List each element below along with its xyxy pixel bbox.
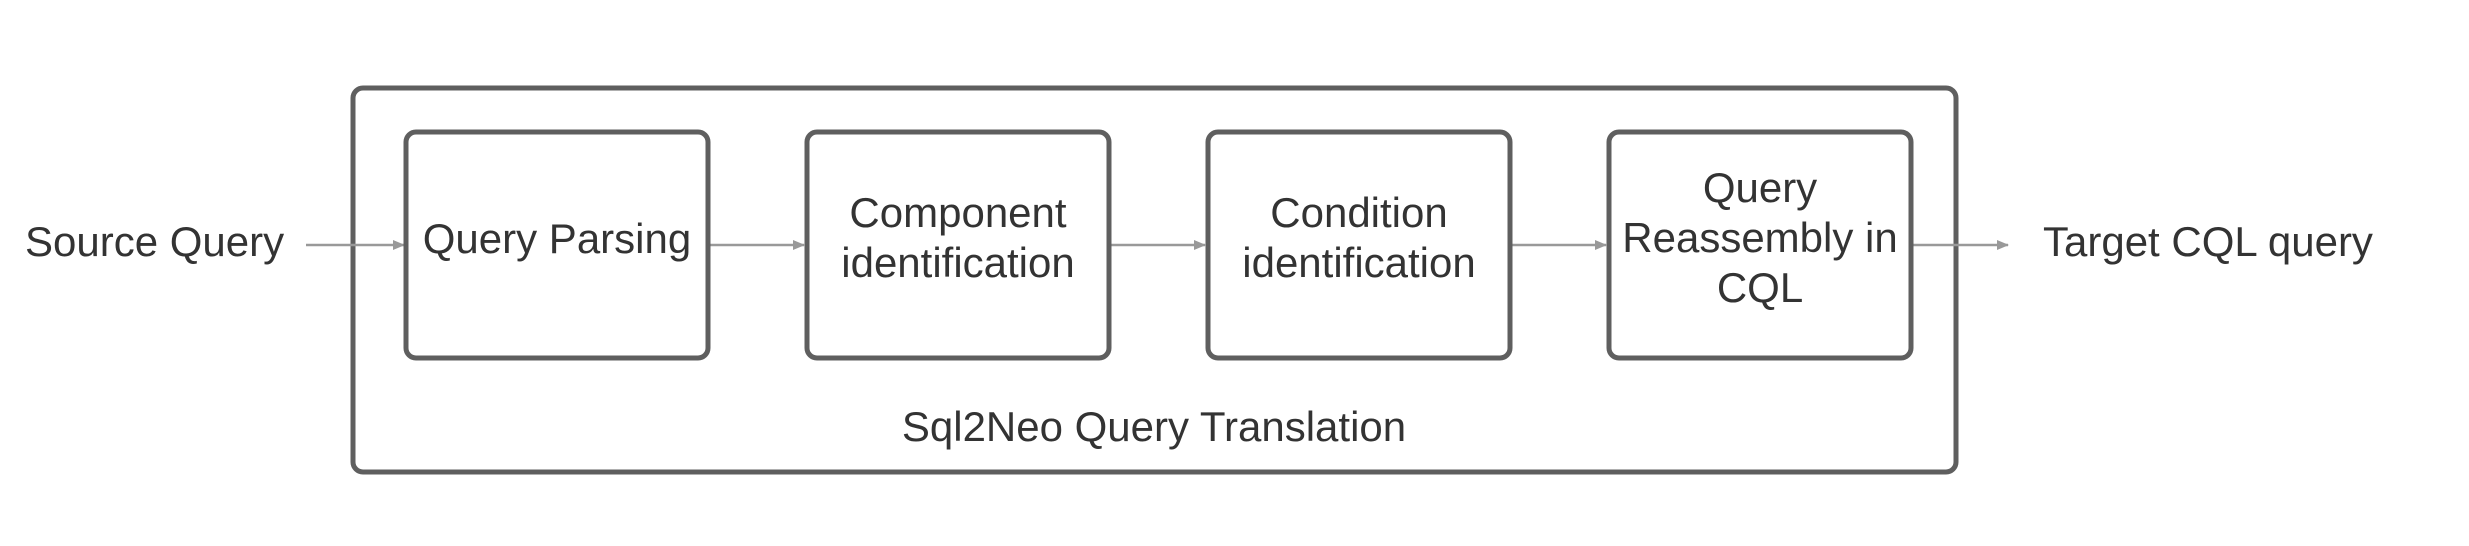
step-query-reassembly: Query Reassembly in CQL <box>1606 129 1914 361</box>
step-label-line: CQL <box>1717 264 1803 311</box>
step-query-parsing: Query Parsing <box>403 129 711 361</box>
step-label-line: Query Parsing <box>423 215 691 262</box>
source-query-label: Source Query <box>25 218 284 265</box>
step-condition-identification: Condition identification <box>1205 129 1513 361</box>
translation-container <box>350 85 1959 475</box>
step-box <box>1606 129 1914 361</box>
target-query-label: Target CQL query <box>2043 218 2373 265</box>
step-label-line: Reassembly in <box>1622 214 1897 261</box>
step-box <box>804 129 1112 361</box>
step-box <box>1205 129 1513 361</box>
step-label-line: Condition <box>1270 189 1447 236</box>
container-label: Sql2Neo Query Translation <box>902 403 1406 450</box>
step-component-identification: Component identification <box>804 129 1112 361</box>
step-box <box>403 129 711 361</box>
step-label-line: identification <box>841 239 1074 286</box>
step-label-line: identification <box>1242 239 1475 286</box>
step-label-line: Component <box>849 189 1066 236</box>
step-label-line: Query <box>1703 164 1817 211</box>
